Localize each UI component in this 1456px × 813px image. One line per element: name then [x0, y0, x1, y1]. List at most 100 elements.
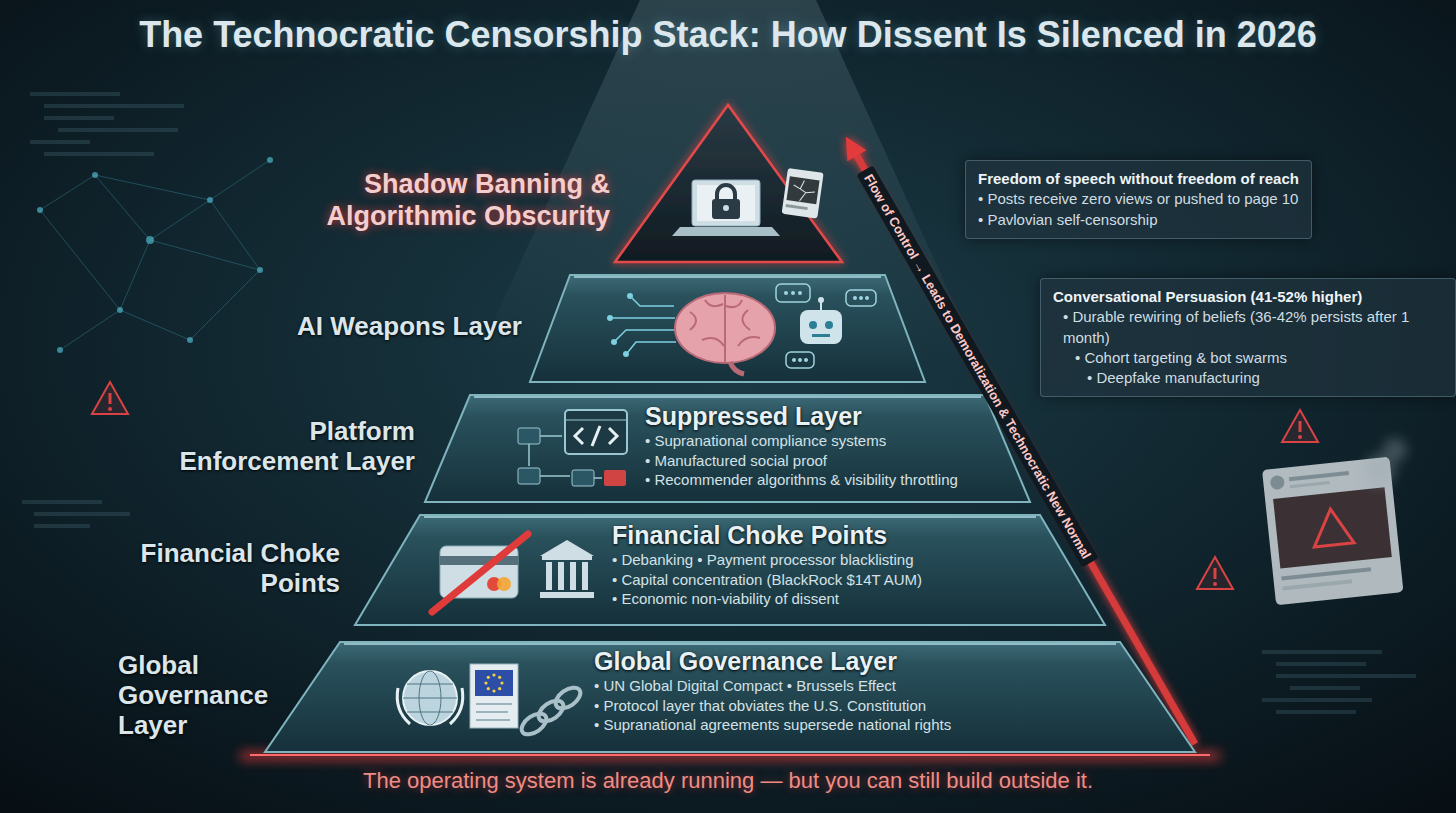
warning-mark [109, 393, 112, 404]
tier-trapezoid [530, 275, 925, 382]
smoke [1364, 438, 1407, 486]
base-line [250, 754, 1210, 756]
network-lines [40, 160, 270, 350]
document-lines [476, 704, 512, 720]
text-slot: AI Weapons Layer [232, 312, 522, 342]
diagram-title: The Technocratic Censorship Stack: How D… [139, 14, 1317, 56]
card-warning [1311, 507, 1355, 547]
tier-heading: Financial Choke Points [612, 520, 887, 550]
bullet-item: • Debanking • Payment processor blacklis… [612, 550, 913, 570]
brain-folds [690, 295, 760, 362]
chat-dots [784, 291, 869, 362]
card-avatar [1270, 475, 1285, 490]
eu-flag [475, 670, 513, 696]
bank-column [570, 562, 576, 590]
brain-icon [675, 293, 775, 374]
bank-column [546, 562, 552, 590]
card-bank-icon [432, 534, 594, 612]
bank-roof [540, 540, 594, 556]
bullet-item: • Recommender algorithms & visibility th… [645, 470, 958, 490]
code-window [565, 410, 627, 454]
post-line [786, 204, 808, 210]
brain-shape [675, 293, 775, 363]
warning-mark [1299, 421, 1302, 432]
tier-label: Global Governance Layer [118, 651, 283, 741]
tier-trapezoid [355, 515, 1105, 625]
callout-panel: Conversational Persuasion (41-52% higher… [1040, 278, 1456, 397]
caption-area: The operating system is already running … [0, 768, 1456, 794]
card-line [1281, 567, 1371, 580]
bullet-item: • Capital concentration (BlackRock $14T … [612, 570, 922, 590]
warning-mark [1214, 568, 1217, 579]
callout-bullet: • Posts receive zero views or pushed to … [978, 189, 1298, 209]
code-window-bar [565, 420, 627, 421]
tier-label: Platform Enforcement Layer [160, 417, 415, 477]
ban-slash [432, 534, 528, 612]
payment-card [440, 546, 518, 598]
callout-heading: Conversational Persuasion (41-52% higher… [1053, 287, 1362, 307]
lock-shackle [717, 185, 735, 200]
eu-document-icon [470, 664, 518, 728]
tier-trapezoid [265, 642, 1195, 752]
callout-bullet: • Durable rewiring of beliefs (36-42% pe… [1053, 307, 1443, 348]
title-area: The Technocratic Censorship Stack: How D… [0, 14, 1456, 56]
card-logo [487, 577, 501, 591]
robot-head [800, 310, 842, 344]
tier-highlight [574, 276, 881, 278]
callout-bullet: • Deepfake manufacturing [1053, 368, 1260, 388]
card-logo [497, 577, 511, 591]
card-line [1290, 481, 1330, 488]
bullet-item: • UN Global Digital Compact • Brussels E… [594, 676, 896, 696]
bank-column [582, 562, 588, 590]
circuit-lines [612, 298, 676, 352]
flow-box [518, 428, 540, 444]
bullet-item: • Supranational compliance systems [645, 431, 886, 451]
globe-meridian [419, 671, 441, 725]
tier-highlight [424, 516, 1036, 518]
card-line [1289, 471, 1349, 481]
tier-highlight [474, 396, 981, 398]
warning-dot [1213, 582, 1217, 586]
laptop-display [697, 185, 755, 221]
warning-dot [108, 407, 112, 411]
tier-label: Financial Choke Points [140, 539, 340, 599]
base-glow [240, 752, 1220, 760]
warning-triangle [1197, 557, 1233, 589]
globe-icon [397, 671, 463, 725]
pyramid-tier: Financial Choke PointsFinancial Choke Po… [140, 512, 1105, 625]
brain-stem [730, 362, 744, 374]
robot-eye [825, 321, 833, 329]
card-image [1273, 487, 1392, 568]
text-slot: Global Governance Layer [118, 651, 283, 741]
flow-lines [529, 436, 602, 478]
tier-highlight [344, 643, 1116, 645]
warning-dot [1298, 435, 1302, 439]
text-slot: Financial Choke Points [140, 539, 340, 599]
bank-beam [542, 556, 592, 560]
warning-icon [1197, 557, 1233, 589]
pyramid-tier: AI Weapons Layer [232, 272, 930, 385]
bank-base [540, 592, 594, 598]
robot-antenna [820, 302, 822, 310]
bullet-item: • Manufactured social proof [645, 451, 827, 471]
flow-box-blocked [604, 470, 626, 486]
laptop-base [672, 227, 780, 236]
document [470, 664, 518, 728]
post-frame [782, 168, 824, 219]
callout-bullet: • Pavlovian self-censorship [978, 210, 1158, 230]
callout-heading: Freedom of speech without freedom of rea… [978, 169, 1299, 189]
globe-laurels [397, 688, 463, 724]
bank-column [558, 562, 564, 590]
laptop-lock-icon [672, 180, 780, 236]
lock-body [712, 199, 740, 219]
code-slash [592, 426, 600, 446]
callout-bullet: • Cohort targeting & bot swarms [1053, 348, 1287, 368]
robot-mouth [812, 334, 830, 337]
broken-post-icon [782, 168, 824, 219]
chat-bubbles [776, 284, 876, 368]
post-screen [787, 176, 820, 204]
bullet-item: • Supranational agreements supersede nat… [594, 715, 951, 735]
text-slot: Platform Enforcement Layer [160, 417, 415, 477]
text-slot: Shadow Banning & Algorithmic Obscurity [292, 168, 610, 233]
